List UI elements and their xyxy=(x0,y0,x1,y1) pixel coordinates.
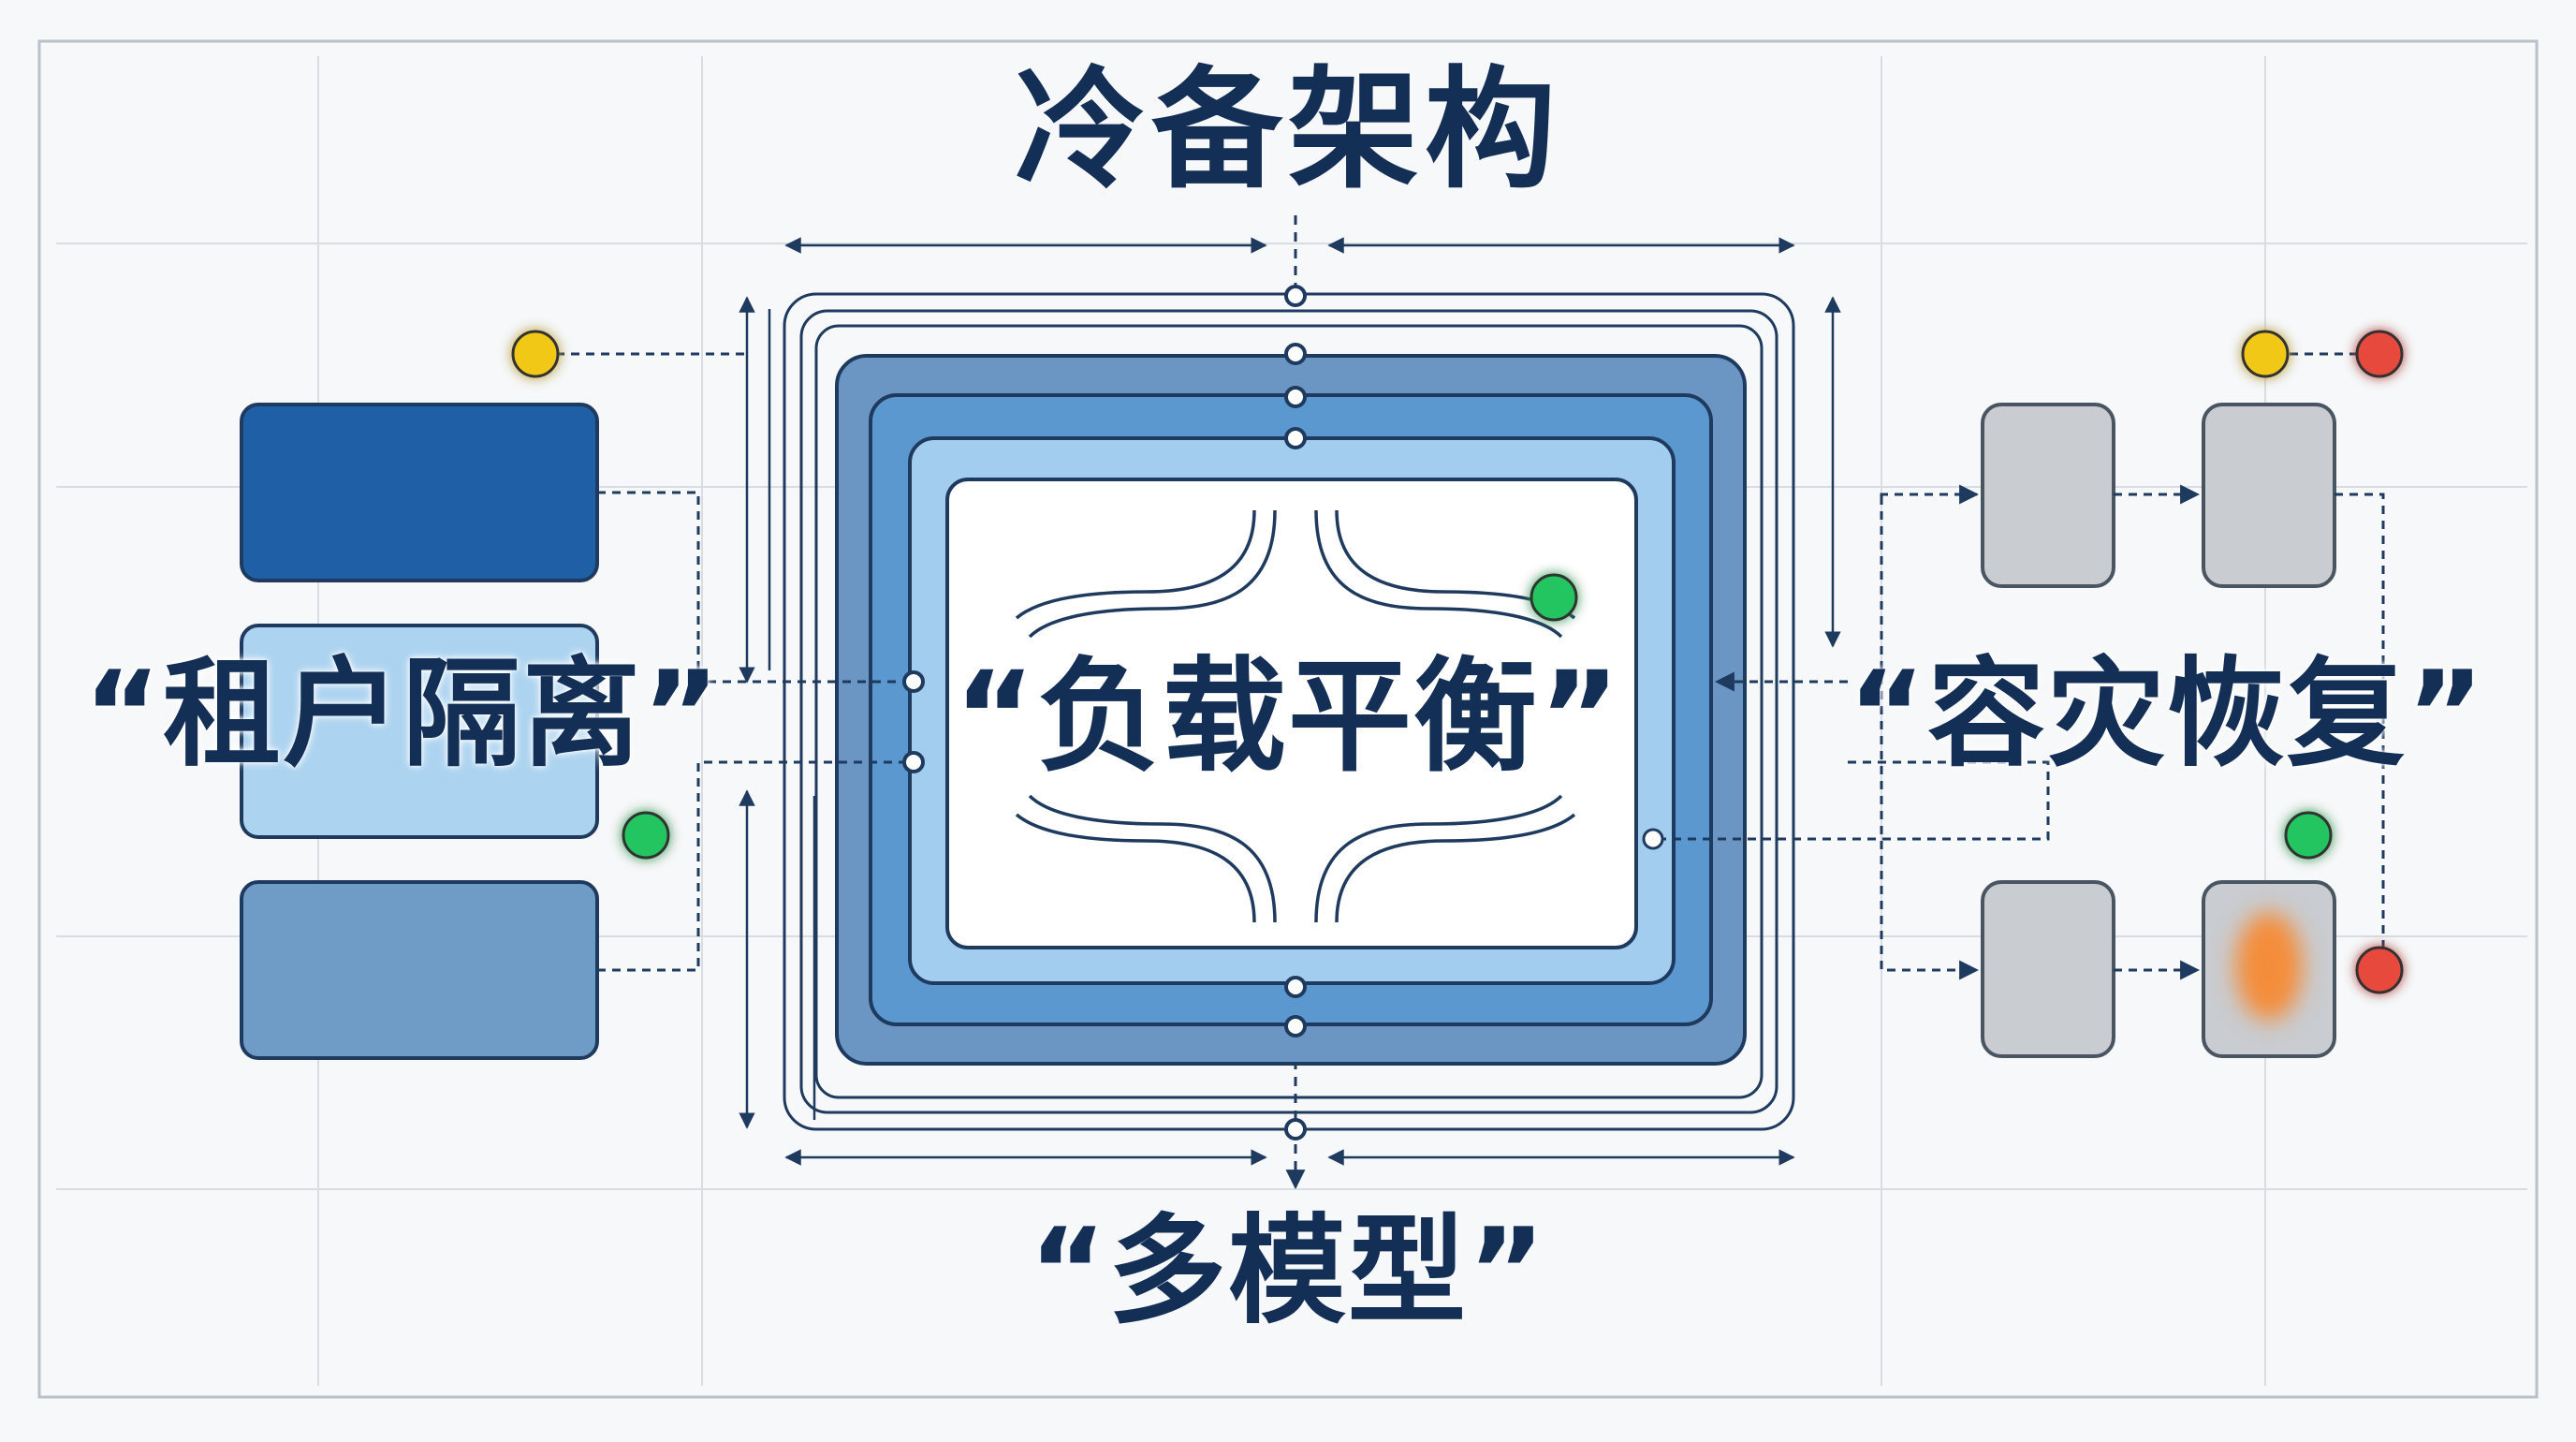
tenant-block-bottom xyxy=(240,880,599,1060)
status-dot-dr-warning xyxy=(2241,330,2290,378)
dr-connectors xyxy=(1662,352,2385,980)
tenant-group xyxy=(240,403,599,1060)
status-indicators xyxy=(511,330,2404,994)
status-dot-dr-ok xyxy=(2284,811,2333,860)
status-dot-dr-error-bottom xyxy=(2355,946,2404,994)
dr-box-alert-glow xyxy=(2235,912,2303,1021)
core-panel xyxy=(945,478,1638,949)
status-dot-tenant-bottom xyxy=(622,811,670,860)
status-dot-tenant-top xyxy=(511,330,560,378)
dr-box-primary-top xyxy=(1981,403,2115,588)
tenant-block-middle xyxy=(240,624,599,839)
status-dot-dr-error-top xyxy=(2355,330,2404,378)
status-dot-core xyxy=(1530,573,1578,622)
dr-box-primary-bottom xyxy=(1981,880,2115,1058)
dr-box-replica-top xyxy=(2202,403,2336,588)
load-balancer-layers xyxy=(835,354,1747,1066)
tenant-block-top xyxy=(240,403,599,582)
connector-nodes xyxy=(902,285,1664,1140)
tenant-isolation-label: “租户隔离” xyxy=(83,645,722,783)
disaster-recovery-label: “容灾恢复” xyxy=(1848,645,2486,783)
dr-group xyxy=(1981,403,2336,1058)
tenant-connectors xyxy=(556,352,904,972)
core-flow-curves xyxy=(1015,509,1576,923)
load-balancing-label: “负载平衡” xyxy=(954,645,1622,789)
diagram-title: 冷备架构 xyxy=(1014,54,1562,207)
dimension-lines xyxy=(739,237,1841,1166)
multi-model-label: “多模型” xyxy=(1029,1202,1547,1340)
